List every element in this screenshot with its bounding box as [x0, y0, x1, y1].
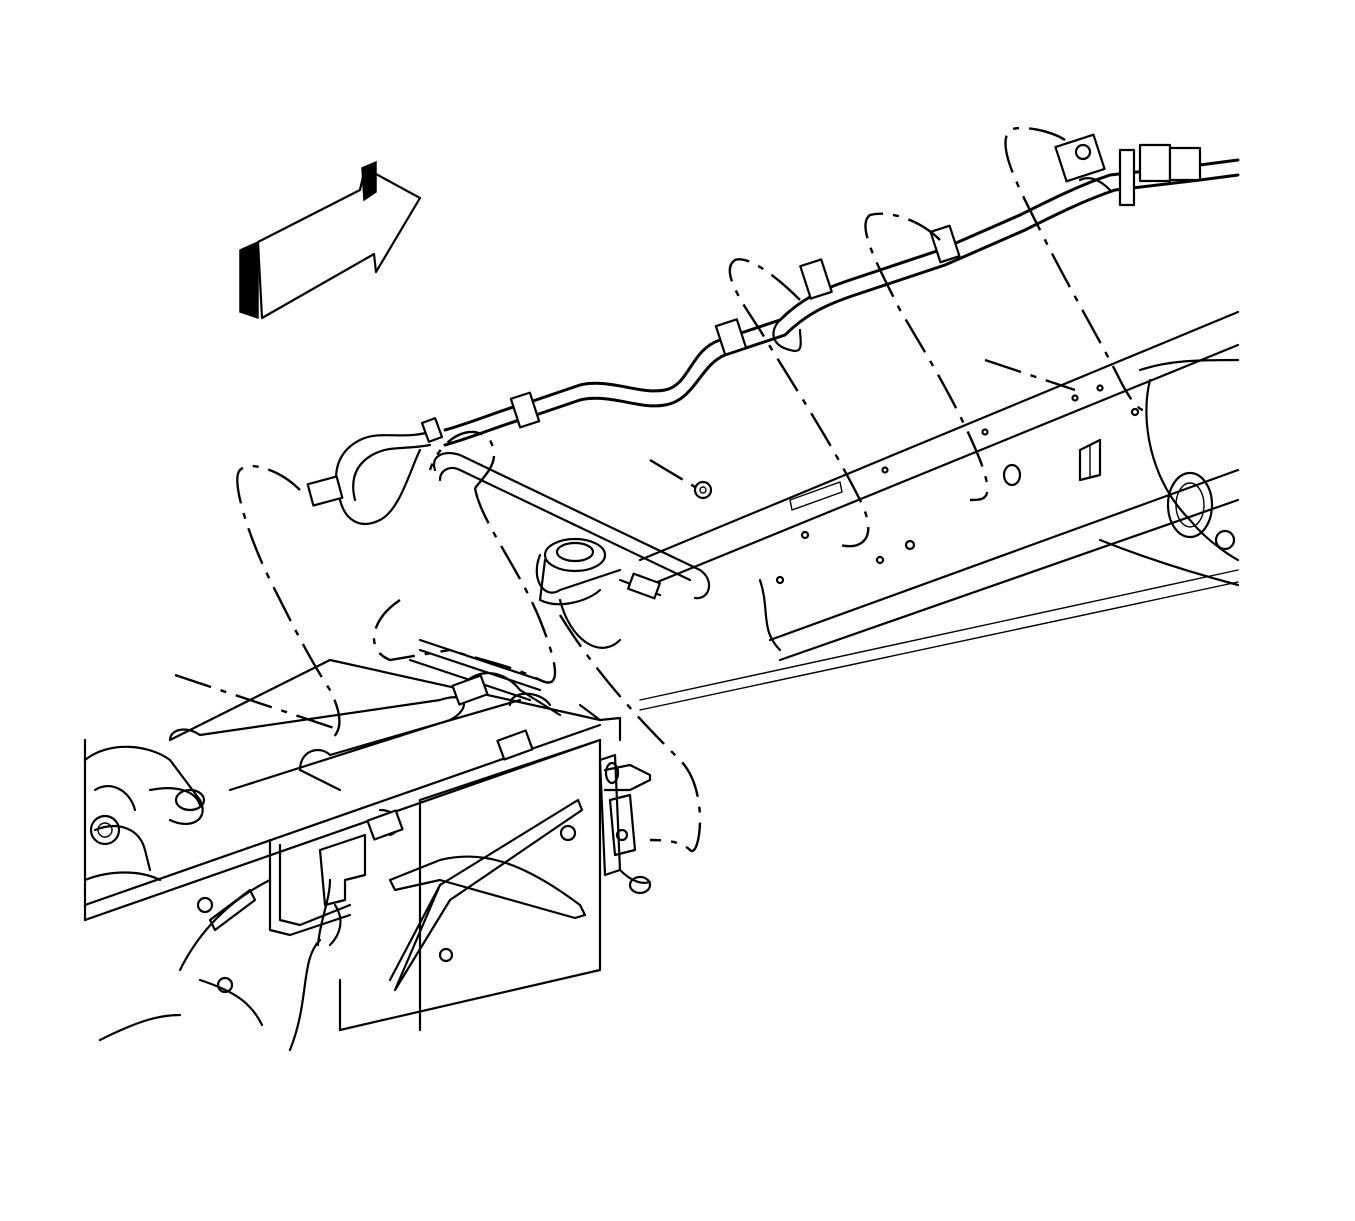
tow-hook [535, 537, 622, 649]
front-crossmember [83, 638, 652, 1052]
line-clips [306, 133, 1202, 841]
brake-lines [335, 158, 1240, 600]
detail-callouts [174, 126, 1146, 853]
direction-arrow-icon [239, 160, 422, 320]
frame-rail [638, 310, 1240, 711]
